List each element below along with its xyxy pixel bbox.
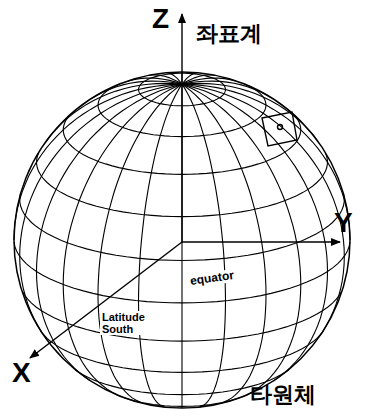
x-axis	[30, 242, 182, 358]
grid-line	[182, 84, 226, 407]
grid-line	[20, 84, 182, 332]
grid-line	[182, 81, 274, 99]
grid-line	[182, 75, 216, 84]
grid-line	[182, 73, 198, 84]
grid-line	[63, 84, 182, 397]
grid-line	[41, 331, 182, 372]
grid-line	[182, 84, 266, 403]
axis-label: 좌표계	[196, 22, 262, 46]
grid-line	[98, 84, 182, 403]
grid-line	[139, 84, 183, 407]
grid-line	[182, 78, 236, 84]
grid-line	[124, 398, 182, 407]
surface-point	[278, 125, 283, 130]
grid-line	[182, 291, 342, 341]
grid-line	[182, 84, 344, 332]
axis-label: Latitude South	[100, 311, 160, 335]
axis-label: 타원체	[250, 383, 316, 407]
axis-label: X	[12, 358, 31, 389]
axis-label: Y	[334, 208, 353, 239]
grid-line	[75, 370, 182, 395]
axis-label: Z	[152, 4, 169, 35]
z-axis	[181, 14, 182, 242]
y-axis	[182, 241, 340, 242]
surface-patch	[262, 112, 297, 146]
grid-line	[182, 84, 350, 240]
axis-label: equator	[187, 269, 236, 289]
grid-line	[182, 83, 318, 141]
grid-line	[22, 291, 182, 341]
grid-line	[182, 84, 301, 397]
grid-line	[182, 84, 328, 381]
grid-line	[182, 398, 240, 407]
grid-line	[182, 331, 323, 372]
